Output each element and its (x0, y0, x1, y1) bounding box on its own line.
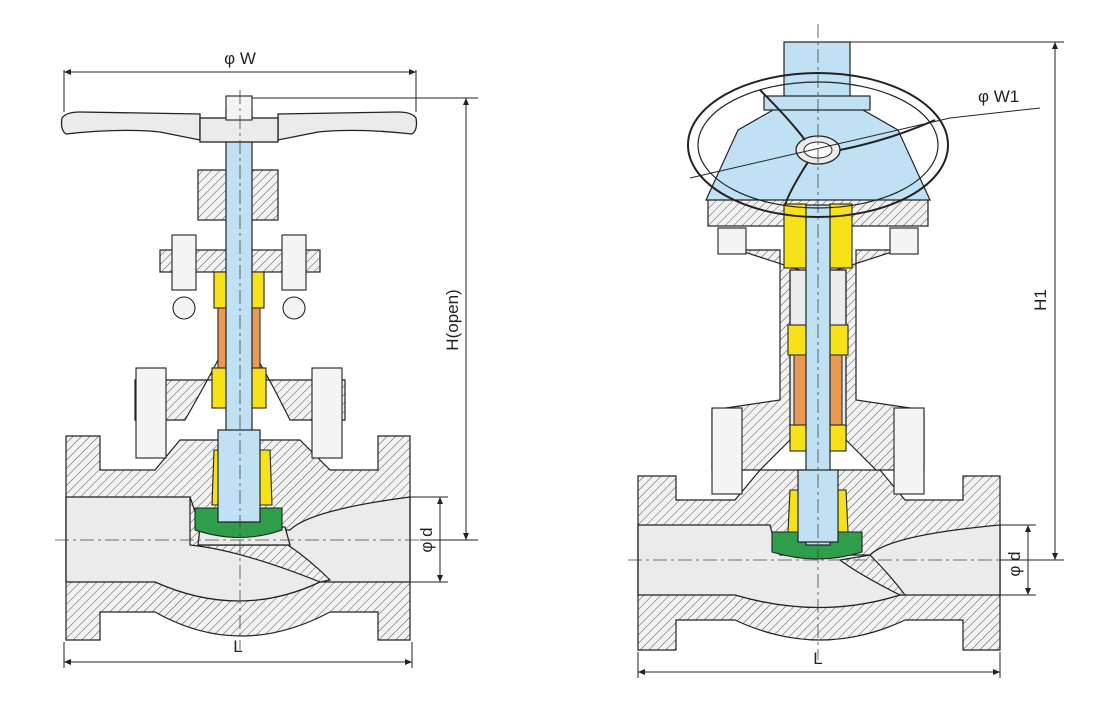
right-dim-bore-label: φ d (1005, 551, 1024, 576)
right-dim-length-label: L (813, 649, 822, 668)
left-valve-handwheel (60, 95, 418, 143)
right-valve-body (637, 469, 1001, 651)
left-dim-width-label: φ W (224, 49, 256, 68)
right-dim-width-label: φ W1 (978, 87, 1019, 106)
left-valve: φ W H(open) φ d L (55, 49, 478, 668)
left-dim-height-label: H(open) (443, 289, 462, 350)
left-valve-bolts (135, 234, 343, 459)
left-dim-length-label: L (233, 637, 242, 656)
right-valve: φ W1 H1 φ d L (628, 24, 1064, 678)
left-dim-bore-label: φ d (417, 527, 436, 552)
right-valve-bolts (711, 227, 925, 495)
right-dim-height-label: H1 (1031, 289, 1050, 311)
